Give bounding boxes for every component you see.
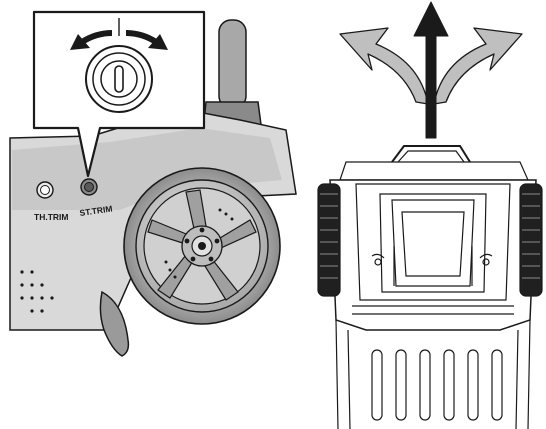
body-panel-shade (12, 128, 282, 210)
antenna (218, 19, 247, 109)
arrow-straight-icon (413, 1, 449, 139)
steering-wheel-icon (123, 167, 281, 325)
vent-holes (20, 270, 54, 313)
arrow-right-turn-icon (433, 27, 523, 105)
th-trim-knob (36, 181, 54, 199)
st-trim-knob (80, 178, 98, 196)
st-trim-label: ST.TRIM (79, 203, 113, 218)
left-front-tire (317, 183, 341, 297)
th-trim-label: TH.TRIM (34, 212, 68, 222)
rc-car-top-view-icon (317, 145, 543, 429)
trigger (99, 290, 130, 357)
arrow-rotate-right-icon (125, 30, 168, 50)
arrow-left-turn-icon (339, 27, 429, 105)
arrow-rotate-left-icon (70, 30, 113, 50)
direction-arrows (339, 1, 523, 139)
trim-callout (32, 10, 206, 178)
trim-knob-icon (85, 45, 153, 113)
transmitter: TH.TRIM ST.TRIM (9, 19, 297, 357)
right-front-tire (519, 183, 543, 297)
